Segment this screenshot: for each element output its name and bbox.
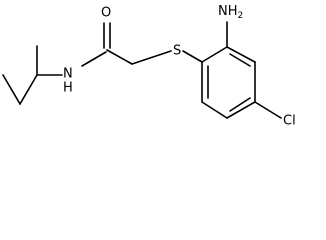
amine-subscript: 2 — [238, 11, 244, 21]
oxygen-label: O — [101, 6, 111, 21]
sulfur-label: S — [173, 44, 181, 59]
ring-bond-2 — [226, 46, 256, 63]
amine-nh-text: NH — [218, 4, 238, 19]
ring-inner-bond-a — [229, 53, 251, 67]
ring-bond-4 — [226, 101, 256, 119]
bond-ch2-sulfur — [131, 50, 172, 65]
bond-sulfur-ring — [182, 50, 203, 63]
structure-canvas: O NH2 S N H Cl — [2, 4, 296, 129]
molecule-diagram: O NH2 S N H Cl — [2, 4, 296, 129]
amide-hydrogen-label: H — [63, 81, 73, 96]
ring-inner-bond-b — [229, 97, 251, 112]
bond-ch2-ch — [19, 74, 38, 105]
amine-label: NH2 — [218, 4, 243, 21]
bond-n-carbonyl — [81, 51, 107, 67]
ring-bond-5 — [201, 101, 228, 119]
bond-carbonyl-ch2 — [106, 49, 133, 65]
amide-nitrogen-label: N — [63, 67, 73, 82]
bond-ethyl-ch3-ch2 — [2, 74, 21, 105]
ring-bond-1 — [201, 46, 228, 63]
bond-ring-chlorine — [254, 101, 282, 119]
chlorine-label: Cl — [283, 114, 296, 129]
